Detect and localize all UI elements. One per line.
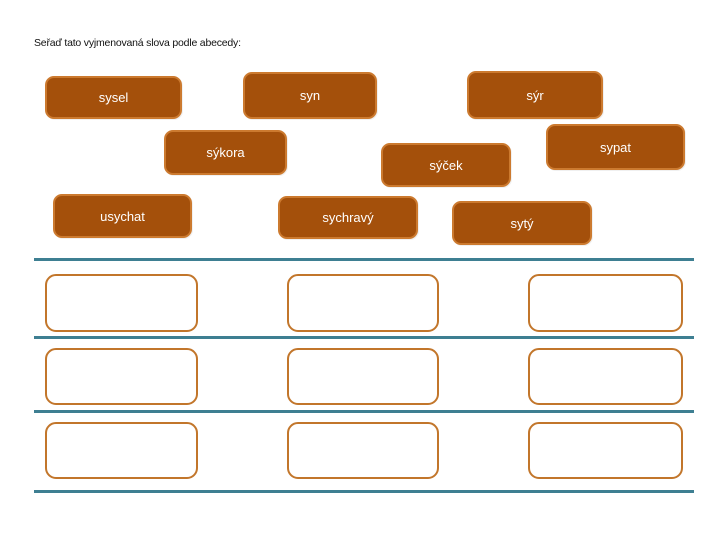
- answer-slot[interactable]: [45, 348, 198, 405]
- answer-slot[interactable]: [287, 422, 439, 479]
- word-chip[interactable]: usychat: [53, 194, 192, 238]
- word-chip[interactable]: sýkora: [164, 130, 287, 175]
- word-chip[interactable]: sytý: [452, 201, 592, 245]
- separator-rule: [34, 258, 694, 261]
- answer-slot[interactable]: [528, 274, 683, 332]
- answer-slot[interactable]: [45, 274, 198, 332]
- answer-slot[interactable]: [287, 274, 439, 332]
- answer-slot[interactable]: [528, 422, 683, 479]
- word-chip[interactable]: sysel: [45, 76, 182, 119]
- word-chip[interactable]: sychravý: [278, 196, 418, 239]
- word-chip[interactable]: sypat: [546, 124, 685, 170]
- word-chip[interactable]: sýček: [381, 143, 511, 187]
- separator-rule: [34, 410, 694, 413]
- word-chip[interactable]: syn: [243, 72, 377, 119]
- answer-slot[interactable]: [45, 422, 198, 479]
- answer-slot[interactable]: [528, 348, 683, 405]
- answer-slot[interactable]: [287, 348, 439, 405]
- word-chip[interactable]: sýr: [467, 71, 603, 119]
- separator-rule: [34, 490, 694, 493]
- separator-rule: [34, 336, 694, 339]
- page-title: Seřaď tato vyjmenovaná slova podle abece…: [34, 37, 241, 49]
